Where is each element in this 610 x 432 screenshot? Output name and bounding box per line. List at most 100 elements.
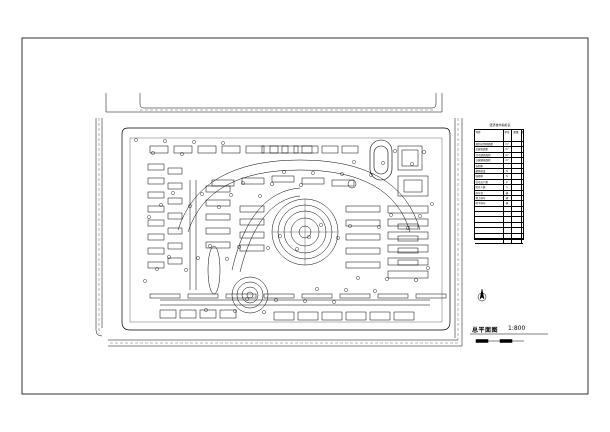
header-unit: 单位 <box>504 130 512 141</box>
building-block <box>387 270 429 279</box>
building-block <box>147 191 165 199</box>
small-pavilion <box>347 179 357 189</box>
trees <box>134 138 434 314</box>
tree <box>299 183 303 187</box>
building-block <box>147 219 165 227</box>
table-cell-name <box>475 239 504 244</box>
tree <box>167 255 171 259</box>
economic-indicators-table: 项目 单位 数量 备注 规划总用地面积m²总建筑面积m²住宅建筑面积m²公建建筑… <box>474 129 524 245</box>
tree <box>221 141 225 145</box>
table-cell-value <box>512 142 522 147</box>
tree <box>237 245 241 249</box>
table-cell-value <box>512 228 522 233</box>
tree <box>414 278 418 282</box>
tree <box>155 267 159 271</box>
building-block <box>269 145 289 154</box>
table-cell-unit: 辆 <box>504 190 512 195</box>
tree <box>332 300 336 304</box>
building-block <box>205 185 231 193</box>
table-cell-unit: m² <box>504 152 512 158</box>
building-block <box>239 218 265 226</box>
table-cell-unit <box>504 233 512 239</box>
building-block <box>301 177 325 185</box>
table-cell-name: 居住人数 <box>475 185 504 190</box>
tree <box>340 172 344 176</box>
tree <box>426 266 430 270</box>
table-cell-name: 住宅建筑面积 <box>475 152 504 158</box>
table-cell-name <box>475 217 504 222</box>
building-block <box>225 293 257 299</box>
table-cell-unit: m² <box>504 158 512 163</box>
table-cell-note <box>522 153 524 157</box>
building-block <box>205 199 231 207</box>
building-block <box>167 242 183 250</box>
table-cell-unit <box>504 222 512 228</box>
tree <box>225 257 229 261</box>
table-cell-value <box>512 158 522 163</box>
tree <box>278 234 282 238</box>
table-cell-unit <box>504 206 512 212</box>
table-cell-value <box>512 147 522 152</box>
building-block <box>241 177 265 185</box>
building-block <box>393 311 415 321</box>
building-block <box>173 145 193 154</box>
table-row: 地上停车辆 <box>475 195 523 202</box>
building-block <box>261 145 279 154</box>
north-arrow-icon <box>477 288 487 302</box>
tree <box>180 152 184 156</box>
table-cell-note <box>522 169 524 173</box>
central-plaza <box>271 198 339 266</box>
building-block <box>167 182 183 190</box>
building-block <box>369 311 391 321</box>
building-block <box>205 213 231 221</box>
tree <box>406 226 410 230</box>
table-row: 居住人数人 <box>475 185 523 191</box>
building-block <box>167 257 183 265</box>
tree <box>274 298 278 302</box>
building-block <box>387 205 429 214</box>
tree <box>184 268 188 272</box>
tree <box>134 138 138 142</box>
building-block <box>167 212 183 220</box>
building-block <box>147 247 165 255</box>
tree <box>348 224 352 228</box>
tree <box>336 236 340 240</box>
building-block <box>149 145 169 154</box>
table-row: 绿地率% <box>475 174 523 180</box>
table-cell-unit: 户 <box>504 179 512 185</box>
table-cell-name <box>475 212 504 217</box>
table-cell-name: 地下停车 <box>475 201 504 206</box>
tree <box>200 192 204 196</box>
tree <box>381 161 385 165</box>
tree <box>352 160 356 164</box>
tree <box>422 150 426 154</box>
building-block <box>149 293 181 299</box>
building-block <box>415 293 447 299</box>
table-cell-unit: 人 <box>504 185 512 190</box>
table-cell-name: 公建建筑面积 <box>475 158 504 163</box>
tree <box>245 297 249 301</box>
building-block <box>147 177 165 185</box>
tree <box>266 246 270 250</box>
pond <box>207 245 221 295</box>
tree <box>319 223 323 227</box>
tree <box>393 149 397 153</box>
building-block <box>239 244 265 252</box>
tree <box>307 235 311 239</box>
building-block <box>387 244 429 253</box>
building-block <box>167 227 183 235</box>
table-cell-name: 绿地率 <box>475 174 504 179</box>
table-row: 停车位辆 <box>475 190 523 196</box>
building-block <box>397 235 419 242</box>
table-row: 建筑密度% <box>475 168 524 175</box>
site-boundary <box>121 127 451 331</box>
table-cell-note <box>522 212 524 216</box>
tree <box>377 225 381 229</box>
building-block <box>345 247 381 255</box>
table-cell-value <box>512 174 522 179</box>
table-cell-name: 总建筑面积 <box>475 147 504 152</box>
building-block <box>211 179 235 187</box>
table-cell-name <box>475 222 504 228</box>
building-block <box>341 145 359 154</box>
